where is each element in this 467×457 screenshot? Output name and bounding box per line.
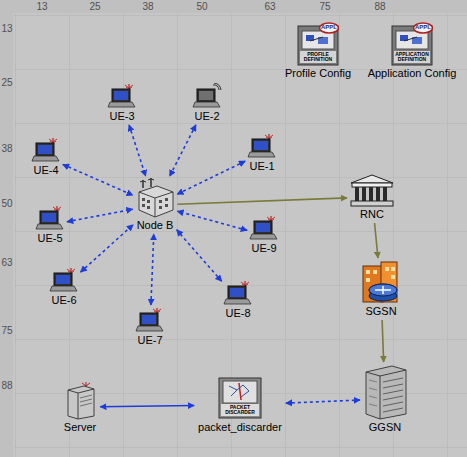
node-label: UE-8 bbox=[223, 307, 253, 320]
node-label: UE-7 bbox=[135, 334, 165, 347]
node-label: UE-9 bbox=[249, 242, 279, 255]
radio-controller: RNC bbox=[349, 173, 395, 221]
user-equipment: UE-9 bbox=[249, 215, 279, 255]
application-config: Application Config APPL APPLICATION DEFINI… bbox=[366, 22, 459, 80]
user-equipment: UE-2 bbox=[192, 83, 222, 123]
network-link bbox=[382, 320, 384, 362]
network-link bbox=[286, 400, 360, 403]
ggsn-node: GGSN bbox=[362, 364, 408, 434]
node-label: Application Config bbox=[366, 67, 459, 80]
network-link bbox=[63, 164, 133, 195]
node-label: RNC bbox=[349, 208, 395, 221]
axis-number: 25 bbox=[1, 77, 12, 88]
axis-number: 13 bbox=[36, 1, 47, 12]
node-label: UE-2 bbox=[192, 110, 222, 123]
user-equipment: UE-1 bbox=[247, 133, 277, 173]
user-equipment: UE-3 bbox=[107, 83, 137, 123]
icon-caption: APPL bbox=[414, 24, 432, 30]
node-label: UE-6 bbox=[49, 294, 79, 307]
network-link bbox=[177, 211, 247, 230]
node-label: UE-1 bbox=[247, 160, 277, 173]
axis-number: 50 bbox=[196, 1, 207, 12]
network-link bbox=[170, 125, 196, 176]
sgsn-node: SGSN bbox=[361, 260, 401, 318]
icon-caption: PACKET DISCARDER bbox=[221, 405, 259, 415]
axis-number: 75 bbox=[319, 1, 330, 12]
network-link bbox=[177, 198, 347, 204]
profile-config: Profile Config APPL PROFILE DEFINITION bbox=[283, 22, 353, 80]
axis-number: 25 bbox=[89, 1, 100, 12]
server-node: Server bbox=[62, 380, 98, 434]
network-link bbox=[100, 406, 194, 407]
packet-discarder: packet_discarder PACKET DISCARDER bbox=[196, 376, 284, 434]
user-equipment: UE-6 bbox=[49, 267, 79, 307]
icon-caption: APPL bbox=[320, 24, 338, 30]
user-equipment: UE-7 bbox=[135, 307, 165, 347]
axis-number: 38 bbox=[1, 143, 12, 154]
axis-number: 63 bbox=[264, 1, 275, 12]
user-equipment: UE-5 bbox=[35, 205, 65, 245]
node-label: Server bbox=[62, 421, 98, 434]
network-link bbox=[129, 125, 146, 176]
user-equipment: UE-8 bbox=[223, 280, 253, 320]
axis-number: 38 bbox=[142, 1, 153, 12]
node-label: SGSN bbox=[361, 305, 401, 318]
node-label: Node B bbox=[135, 219, 176, 232]
axis-number: 75 bbox=[1, 325, 12, 336]
axis-number: 13 bbox=[1, 23, 12, 34]
axis-number: 88 bbox=[1, 380, 12, 391]
network-link bbox=[67, 209, 133, 222]
node-label: UE-3 bbox=[107, 110, 137, 123]
node-label: UE-5 bbox=[35, 232, 65, 245]
axis-number: 88 bbox=[374, 1, 385, 12]
user-equipment: UE-4 bbox=[31, 137, 61, 177]
axis-number: 50 bbox=[1, 198, 12, 209]
node-label: UE-4 bbox=[31, 164, 61, 177]
node-label: Profile Config bbox=[283, 67, 353, 80]
node-label: GGSN bbox=[362, 421, 408, 434]
axis-number: 63 bbox=[1, 257, 12, 268]
network-link bbox=[151, 234, 154, 305]
network-link bbox=[80, 225, 133, 272]
node-label: packet_discarder bbox=[196, 421, 284, 434]
network-link bbox=[177, 230, 222, 282]
icon-caption: PROFILE DEFINITION bbox=[300, 52, 336, 62]
icon-caption: APPLICATION DEFINITION bbox=[394, 52, 430, 62]
network-link bbox=[375, 223, 378, 258]
base-station: Node B bbox=[135, 178, 176, 232]
network-link bbox=[177, 161, 245, 194]
